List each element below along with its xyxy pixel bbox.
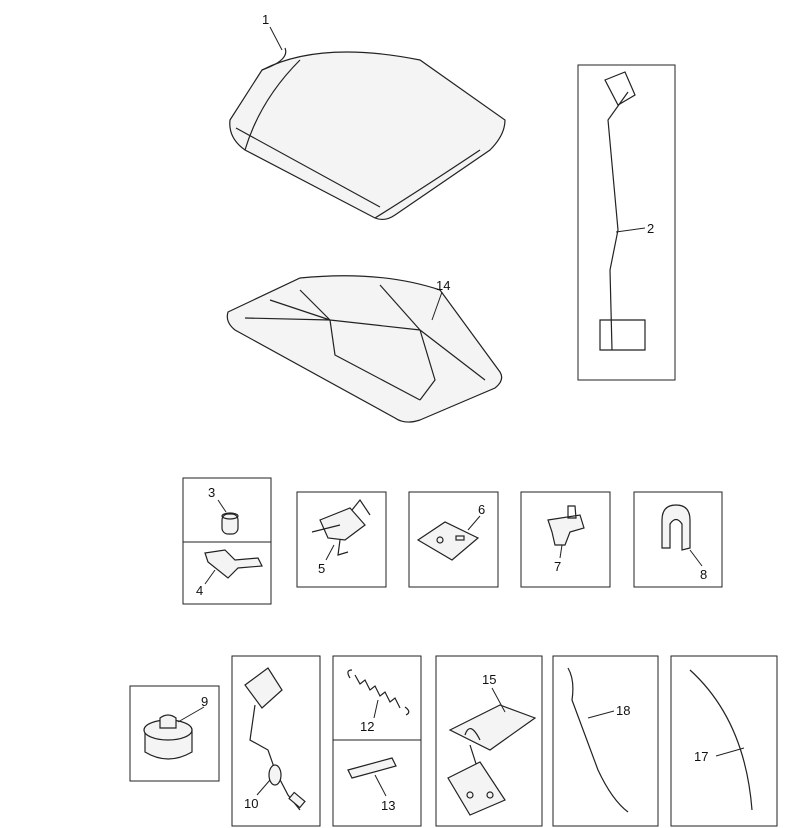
bracket-part[interactable] (204, 549, 263, 579)
link-part[interactable] (347, 757, 397, 779)
callout-13: 13 (381, 798, 395, 813)
callout-7: 7 (554, 559, 561, 574)
seal-18-part[interactable] (567, 667, 629, 813)
callout-1: 1 (262, 12, 269, 27)
part-box-18 (552, 655, 659, 827)
hood-latch-part[interactable] (447, 704, 537, 816)
callout-15: 15 (482, 672, 496, 687)
callout-4: 4 (196, 583, 203, 598)
part-box-12-13 (332, 655, 422, 827)
callout-8: 8 (700, 567, 707, 582)
part-box-2 (577, 64, 676, 381)
hood-prop-rod-part[interactable] (599, 71, 646, 351)
seal-17-part[interactable] (689, 669, 753, 811)
latch-striker-part[interactable] (311, 498, 371, 556)
callout-2: 2 (647, 221, 654, 236)
spring-part[interactable] (347, 669, 410, 716)
clip-plate-part[interactable] (416, 521, 480, 561)
callout-10: 10 (244, 796, 258, 811)
release-cable-part[interactable] (244, 667, 306, 811)
callout-14: 14 (436, 278, 450, 293)
callout-9: 9 (201, 694, 208, 709)
callout-18: 18 (616, 703, 630, 718)
callout-3: 3 (208, 485, 215, 500)
callout-12: 12 (360, 719, 374, 734)
callout-6: 6 (478, 502, 485, 517)
part-box-17 (670, 655, 778, 827)
grommet-clip-part[interactable] (661, 504, 691, 551)
rod-clip-part[interactable] (547, 505, 585, 546)
callout-5: 5 (318, 561, 325, 576)
bumper-part[interactable] (143, 714, 193, 760)
bushing-part[interactable] (221, 512, 239, 535)
hood-part[interactable] (229, 47, 506, 221)
part-box-3-4 (182, 477, 272, 605)
callout-17: 17 (694, 749, 708, 764)
hood-insulator-part[interactable] (226, 275, 503, 423)
